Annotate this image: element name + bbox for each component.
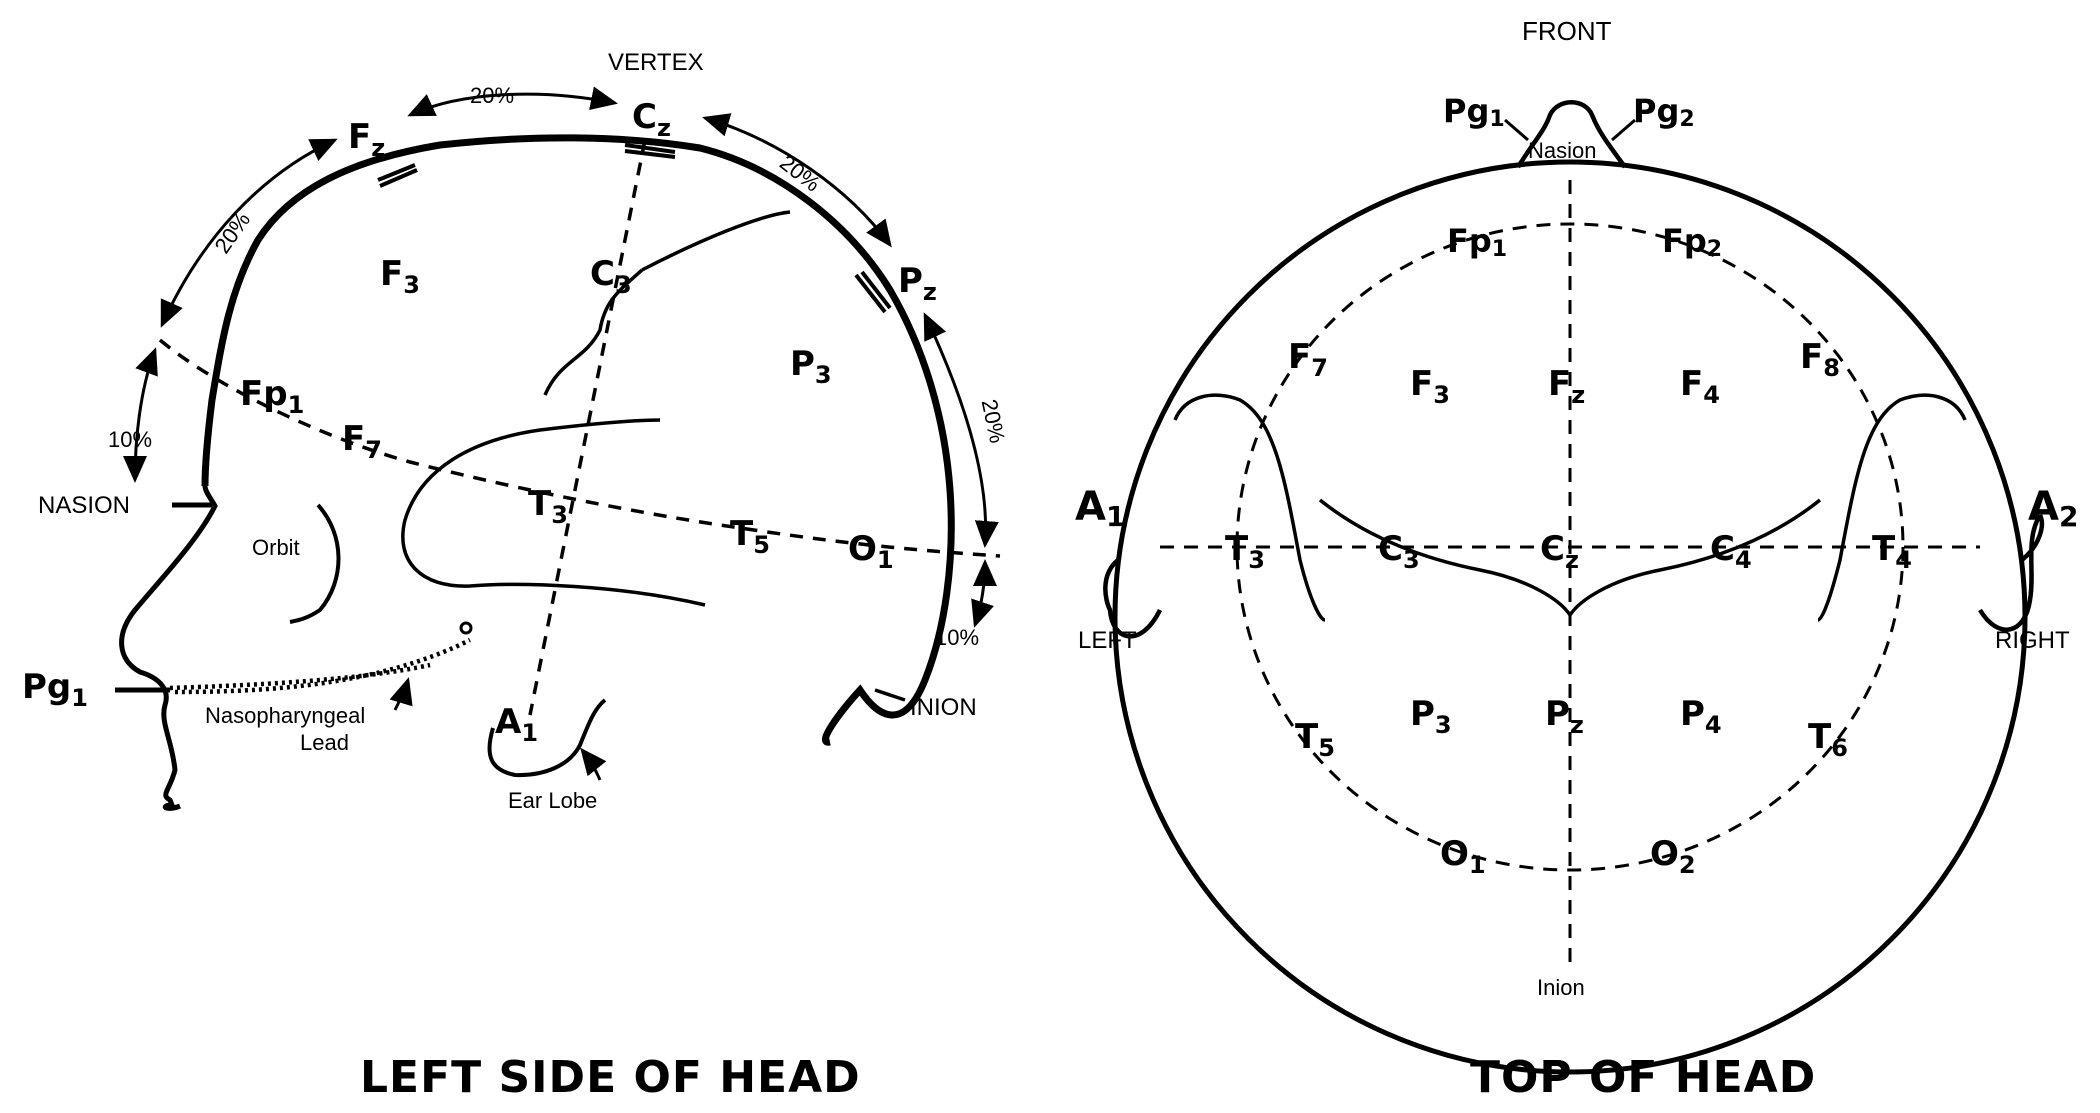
electrode-fz-left: Fz: [348, 117, 385, 162]
electrode-p3-top: P3: [1410, 694, 1452, 739]
arc-pz-o: [923, 312, 999, 548]
nasion-label: NASION: [38, 492, 130, 519]
right-temporal-arch: [1817, 393, 1967, 622]
nasopharyngeal-label: Nasopharyngeal: [205, 703, 365, 728]
left-electrodes: Fz Cz Pz F3 C3 P3 Fp1 F7 T3 T5 O1 A1 Pg1: [22, 97, 937, 747]
pct-cz-pz: 20%: [775, 150, 825, 197]
electrode-f4-top: F4: [1680, 364, 1720, 409]
nose: [1516, 100, 1627, 169]
vertex-label: VERTEX: [608, 49, 704, 76]
horizontal-dashed-line: [158, 338, 1001, 558]
temporal-lobe-shape: [401, 418, 706, 607]
left-side-labels: VERTEX NASION INION Orbit Ear Lobe Nasop…: [38, 49, 1010, 1103]
electrode-pg2-top: Pg2: [1633, 92, 1695, 132]
top-head-labels: FRONT Nasion Inion LEFT RIGHT TOP OF HEA…: [1078, 16, 2070, 1103]
left-side-head-panel: [115, 86, 1001, 811]
nasopharyngeal-lead: [169, 637, 472, 695]
central-sulcus: [543, 210, 791, 396]
lead-label: Lead: [300, 730, 349, 755]
electrode-pz-top: Pz: [1545, 694, 1584, 739]
electrode-fp2-top: Fp2: [1662, 222, 1722, 262]
left-ear: [1103, 558, 1163, 639]
electrode-o2-top: O2: [1650, 834, 1696, 879]
electrode-c3-top: C3: [1378, 529, 1420, 574]
pct-pz-o: 20%: [977, 397, 1011, 445]
electrode-t5-top: T5: [1295, 717, 1335, 762]
arc-cz-pz: [702, 113, 892, 248]
electrode-fz-top: Fz: [1548, 364, 1585, 409]
electrode-fp1-top: Fp1: [1447, 222, 1507, 262]
electrode-t6-top: T6: [1808, 717, 1848, 762]
ear-lobe: [487, 698, 607, 778]
electrode-t3-left: T3: [528, 484, 568, 529]
arc-fp-fz: [160, 138, 338, 328]
right-panel-title: TOP OF HEAD: [1470, 1052, 1816, 1103]
electrode-t5-left: T5: [730, 514, 770, 559]
right-ear: [1978, 513, 2045, 632]
ear-lobe-label: Ear Lobe: [508, 788, 597, 813]
electrode-p4-top: P4: [1680, 694, 1722, 739]
cz-pad: [624, 143, 676, 159]
inion-label: INION: [910, 694, 977, 721]
arc-inion-10: [971, 559, 997, 628]
nasion-label-top: Nasion: [1528, 138, 1596, 163]
electrode-t3-top: T3: [1225, 529, 1265, 574]
electrode-c3-left: C3: [590, 254, 632, 299]
inion-label-top: Inion: [1537, 975, 1585, 1000]
pct-nasion: 10%: [108, 427, 152, 452]
pct-fz-cz: 20%: [470, 83, 514, 108]
electrode-p3-left: P3: [790, 344, 832, 389]
electrode-cz-top: Cz: [1540, 529, 1579, 574]
arc-nasion-10: [123, 347, 158, 483]
electrode-f3-top: F3: [1410, 364, 1450, 409]
pg2-pointer-top: [1611, 118, 1636, 142]
inion-pointer: [874, 688, 906, 702]
electrode-a1-left: A1: [495, 702, 538, 747]
electrode-o1-top: O1: [1440, 834, 1486, 879]
electrode-f7-left: F7: [342, 419, 382, 464]
head-profile-outline: [201, 134, 955, 746]
lead-arrow: [389, 677, 413, 711]
central-curve-right: [1568, 498, 1822, 617]
right-label-top: RIGHT: [1995, 627, 2070, 654]
left-temporal-arch: [1173, 393, 1326, 622]
top-electrodes: Pg1 Pg2 Fp1 Fp2 F7 F8 F3 Fz F4 A1 A2 T3 …: [1075, 92, 2078, 879]
inner-dashed-circle: [1235, 222, 1905, 872]
electrode-f8-top: F8: [1800, 337, 1840, 382]
electrode-pz-left: Pz: [898, 261, 937, 306]
electrode-pg1-left: Pg1: [22, 667, 88, 712]
electrode-o1-left: O1: [848, 529, 894, 574]
arc-fz-cz: [407, 86, 618, 117]
electrode-c4-top: C4: [1710, 529, 1752, 574]
electrode-t4-top: T4: [1872, 529, 1912, 574]
pg1-pointer-top: [1504, 118, 1529, 142]
front-label: FRONT: [1522, 16, 1612, 46]
left-label-top: LEFT: [1078, 627, 1137, 654]
pct-inion: 10%: [935, 625, 979, 650]
left-panel-title: LEFT SIDE OF HEAD: [360, 1052, 861, 1103]
electrode-a1-top: A1: [1075, 484, 1125, 533]
electrode-f7-top: F7: [1288, 337, 1328, 382]
face-profile: [119, 485, 218, 811]
top-head-panel: [1103, 100, 2045, 1075]
electrode-f3-left: F3: [380, 254, 420, 299]
fz-pad: [377, 163, 418, 188]
orbit-label: Orbit: [252, 535, 300, 560]
earlobe-arrow: [580, 747, 607, 781]
coronal-dashed-line: [528, 139, 647, 716]
orbit-shape: [289, 503, 341, 624]
electrode-fp1-left: Fp1: [240, 374, 304, 419]
central-curve-left: [1318, 498, 1572, 617]
pz-pad: [854, 270, 892, 314]
electrode-pg1-top: Pg1: [1443, 92, 1505, 132]
electrode-cz-left: Cz: [632, 97, 671, 142]
pct-fp-fz: 20%: [209, 207, 255, 257]
electrode-a2-top: A2: [2028, 484, 2078, 533]
